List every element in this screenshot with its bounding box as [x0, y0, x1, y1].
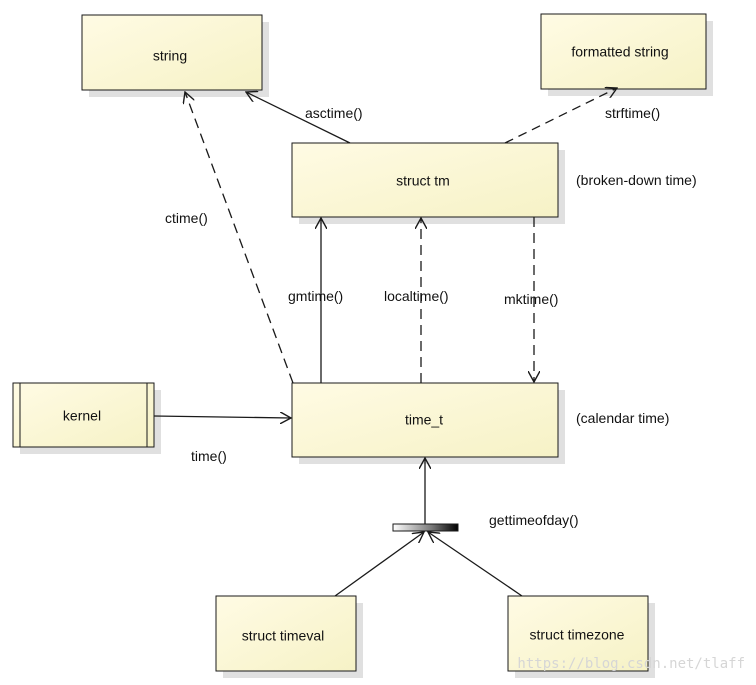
gettimeofday-join-bar: [392, 523, 459, 532]
kernel-node-label: kernel: [63, 408, 101, 424]
time-edge: [153, 416, 291, 418]
ctime-label: ctime(): [165, 210, 208, 226]
ctime-edge: [185, 92, 294, 384]
struct-timezone-node: struct timezone: [507, 595, 655, 678]
time-label: time(): [191, 448, 227, 464]
kernel-node: kernel: [12, 382, 161, 454]
struct-timeval-node-label: struct timeval: [242, 628, 324, 644]
localtime-label: localtime(): [384, 288, 449, 304]
struct-timeval-node: struct timeval: [215, 595, 363, 678]
formatted-string-node: formatted string: [540, 13, 713, 96]
gmtime-label: gmtime(): [288, 288, 343, 304]
time-t-node: time_t: [291, 382, 565, 464]
asctime-edge: [246, 92, 351, 144]
string-node: string: [81, 14, 269, 97]
formatted-string-node-label: formatted string: [571, 44, 668, 60]
mktime-label: mktime(): [504, 291, 558, 307]
struct-tm-node: struct tm: [291, 142, 565, 224]
time-t-node-label: time_t: [405, 412, 443, 428]
strftime-label: strftime(): [605, 105, 660, 121]
strftime-edge: [504, 88, 617, 144]
struct-tm-node-label: struct tm: [396, 173, 450, 189]
calendar-time-note: (calendar time): [576, 410, 669, 426]
timeval-to-bar-edge: [334, 532, 424, 597]
watermark: https://blog.csdn.net/tlaff: [517, 656, 745, 672]
gettimeofday-label: gettimeofday(): [489, 512, 578, 528]
asctime-label: asctime(): [305, 105, 363, 121]
struct-timezone-node-label: struct timezone: [530, 627, 625, 643]
string-node-label: string: [153, 48, 187, 64]
timezone-to-bar-edge: [428, 532, 523, 597]
broken-down-time-note: (broken-down time): [576, 172, 697, 188]
